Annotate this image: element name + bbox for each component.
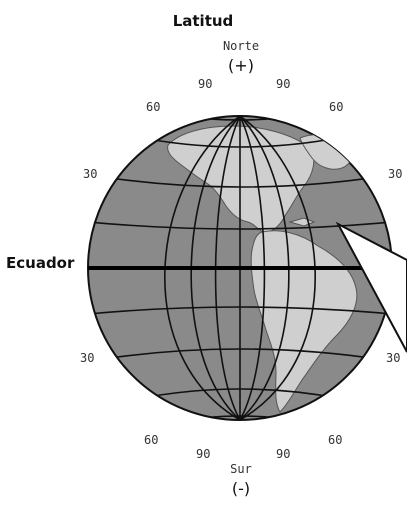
north-sign: (+)	[228, 56, 254, 75]
north-60-right: 60	[329, 100, 344, 114]
south-30-right: 30	[386, 351, 401, 365]
south-60-left: 60	[144, 433, 159, 447]
equator-label: Ecuador	[6, 254, 75, 272]
north-label: Norte	[222, 39, 260, 53]
south-30-left: 30	[80, 351, 95, 365]
north-90-right: 90	[276, 77, 291, 91]
page-title: Latitud	[172, 12, 234, 30]
south-90-right: 90	[276, 447, 291, 461]
pointer-callout	[335, 221, 407, 353]
south-label: Sur	[230, 462, 252, 476]
north-30-left: 30	[83, 167, 98, 181]
north-30-right: 30	[388, 167, 403, 181]
south-90-left: 90	[196, 447, 211, 461]
north-90-left: 90	[198, 77, 213, 91]
south-sign: (-)	[231, 479, 251, 498]
south-america-landmass	[250, 230, 358, 413]
north-60-left: 60	[146, 100, 161, 114]
south-60-right: 60	[328, 433, 343, 447]
